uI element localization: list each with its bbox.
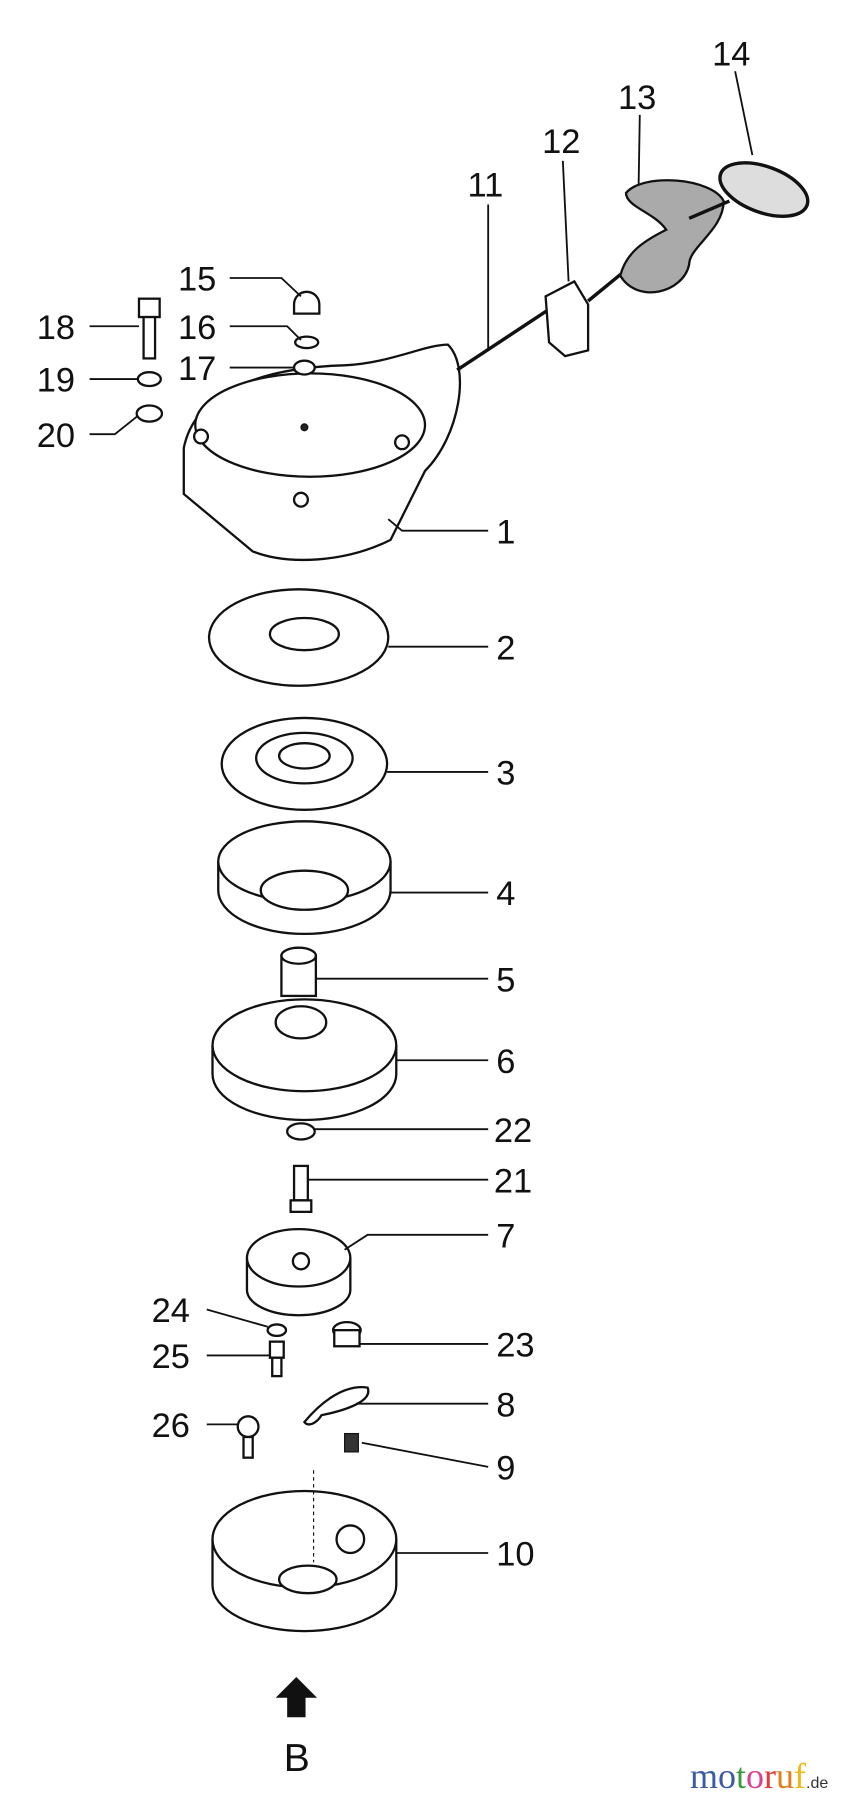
part-11-cable: [456, 306, 553, 372]
label-15: 15: [178, 261, 216, 299]
label-5: 5: [496, 961, 515, 999]
label-7: 7: [496, 1217, 515, 1255]
label-19: 19: [37, 362, 75, 400]
label-23: 23: [496, 1327, 534, 1365]
watermark-logo: motoruf.de: [690, 1756, 829, 1796]
part-9-spring: [344, 1432, 359, 1453]
label-18: 18: [37, 309, 75, 347]
part-24-washer: [266, 1323, 288, 1338]
label-24: 24: [152, 1292, 190, 1330]
leader-lines: [89, 71, 754, 1554]
part-19-washer: [136, 371, 162, 388]
label-6: 6: [496, 1043, 515, 1081]
label-21: 21: [494, 1162, 532, 1200]
label-3: 3: [496, 755, 515, 793]
label-12: 12: [542, 123, 580, 161]
part-18-bolt: [137, 297, 161, 360]
view-arrow-label: B: [284, 1737, 310, 1780]
label-22: 22: [494, 1112, 532, 1150]
part-14-handle-cap: [718, 161, 810, 218]
part-2-plate: [207, 588, 390, 687]
part-7-ratchet: [245, 1227, 352, 1317]
label-1: 1: [496, 513, 515, 551]
part-25-screw: [268, 1340, 285, 1378]
part-4-spring-case: [217, 820, 392, 935]
label-9: 9: [496, 1449, 515, 1487]
label-2: 2: [496, 629, 515, 667]
part-15-cap-nut: [292, 290, 321, 315]
label-14: 14: [712, 36, 750, 74]
part-20-washer: [135, 404, 164, 423]
label-11: 11: [468, 166, 504, 204]
label-8: 8: [496, 1386, 515, 1424]
label-20: 20: [37, 417, 75, 455]
part-26-screw: [236, 1415, 260, 1459]
view-arrow-icon: [275, 1677, 318, 1718]
part-3-spring: [220, 716, 389, 811]
label-4: 4: [496, 875, 515, 913]
label-10: 10: [496, 1536, 534, 1574]
part-21-screw: [289, 1164, 313, 1214]
part-5-bushing: [280, 946, 318, 998]
part-10-pulley-case: [211, 1470, 398, 1633]
part-17-spring-washer: [292, 359, 316, 376]
label-13: 13: [618, 79, 656, 117]
part-23-bolt: [331, 1320, 362, 1348]
part-1-housing: [182, 343, 461, 562]
label-16: 16: [178, 309, 216, 347]
label-25: 25: [152, 1338, 190, 1376]
part-22-washer: [286, 1122, 316, 1141]
part-13-grip: [619, 179, 725, 294]
label-17: 17: [178, 350, 216, 388]
label-26: 26: [152, 1407, 190, 1445]
part-6-reel: [211, 998, 398, 1122]
part-8-pawl: [302, 1386, 370, 1426]
part-12-cable-guide: [544, 279, 590, 358]
